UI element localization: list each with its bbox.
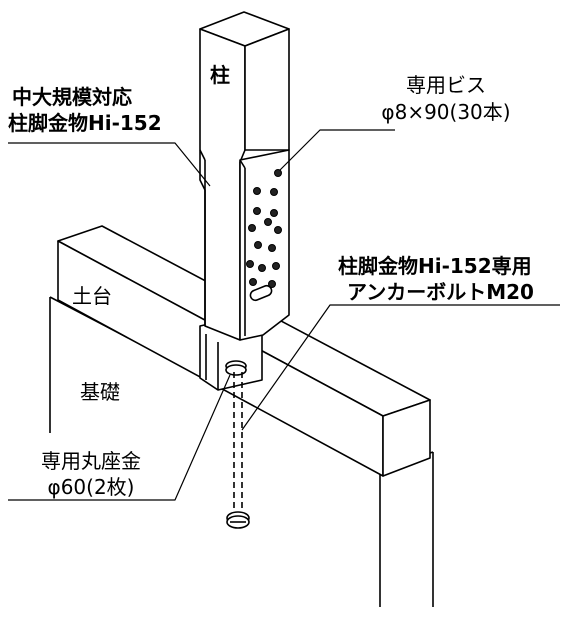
washer-label-line2: φ60(2枚) bbox=[47, 475, 135, 499]
bracket-title-line2: 柱脚金物Hi-152 bbox=[8, 111, 162, 135]
anchor-bolt bbox=[233, 372, 243, 512]
round-washer bbox=[225, 360, 247, 376]
anchor-label-line2: アンカーボルトM20 bbox=[347, 280, 534, 304]
column-base-bracket bbox=[239, 149, 290, 341]
sill-label: 土台 bbox=[72, 284, 112, 308]
foundation-label: 基礎 bbox=[80, 380, 120, 404]
post bbox=[199, 11, 290, 341]
bracket-title-line1: 中大規模対応 bbox=[12, 85, 132, 109]
bracket-screws bbox=[246, 169, 282, 288]
anchor-bolt-head bbox=[226, 511, 250, 529]
screw-label-line2: φ8×90(30本) bbox=[381, 100, 511, 124]
post-label: 柱 bbox=[210, 63, 230, 87]
washer-label-line1: 専用丸座金 bbox=[41, 449, 141, 473]
anchor-label-line1: 柱脚金物Hi-152専用 bbox=[338, 254, 532, 278]
bracket-slot bbox=[249, 284, 273, 302]
leader-lines bbox=[8, 129, 560, 501]
screw-label-line1: 専用ビス bbox=[406, 73, 486, 97]
